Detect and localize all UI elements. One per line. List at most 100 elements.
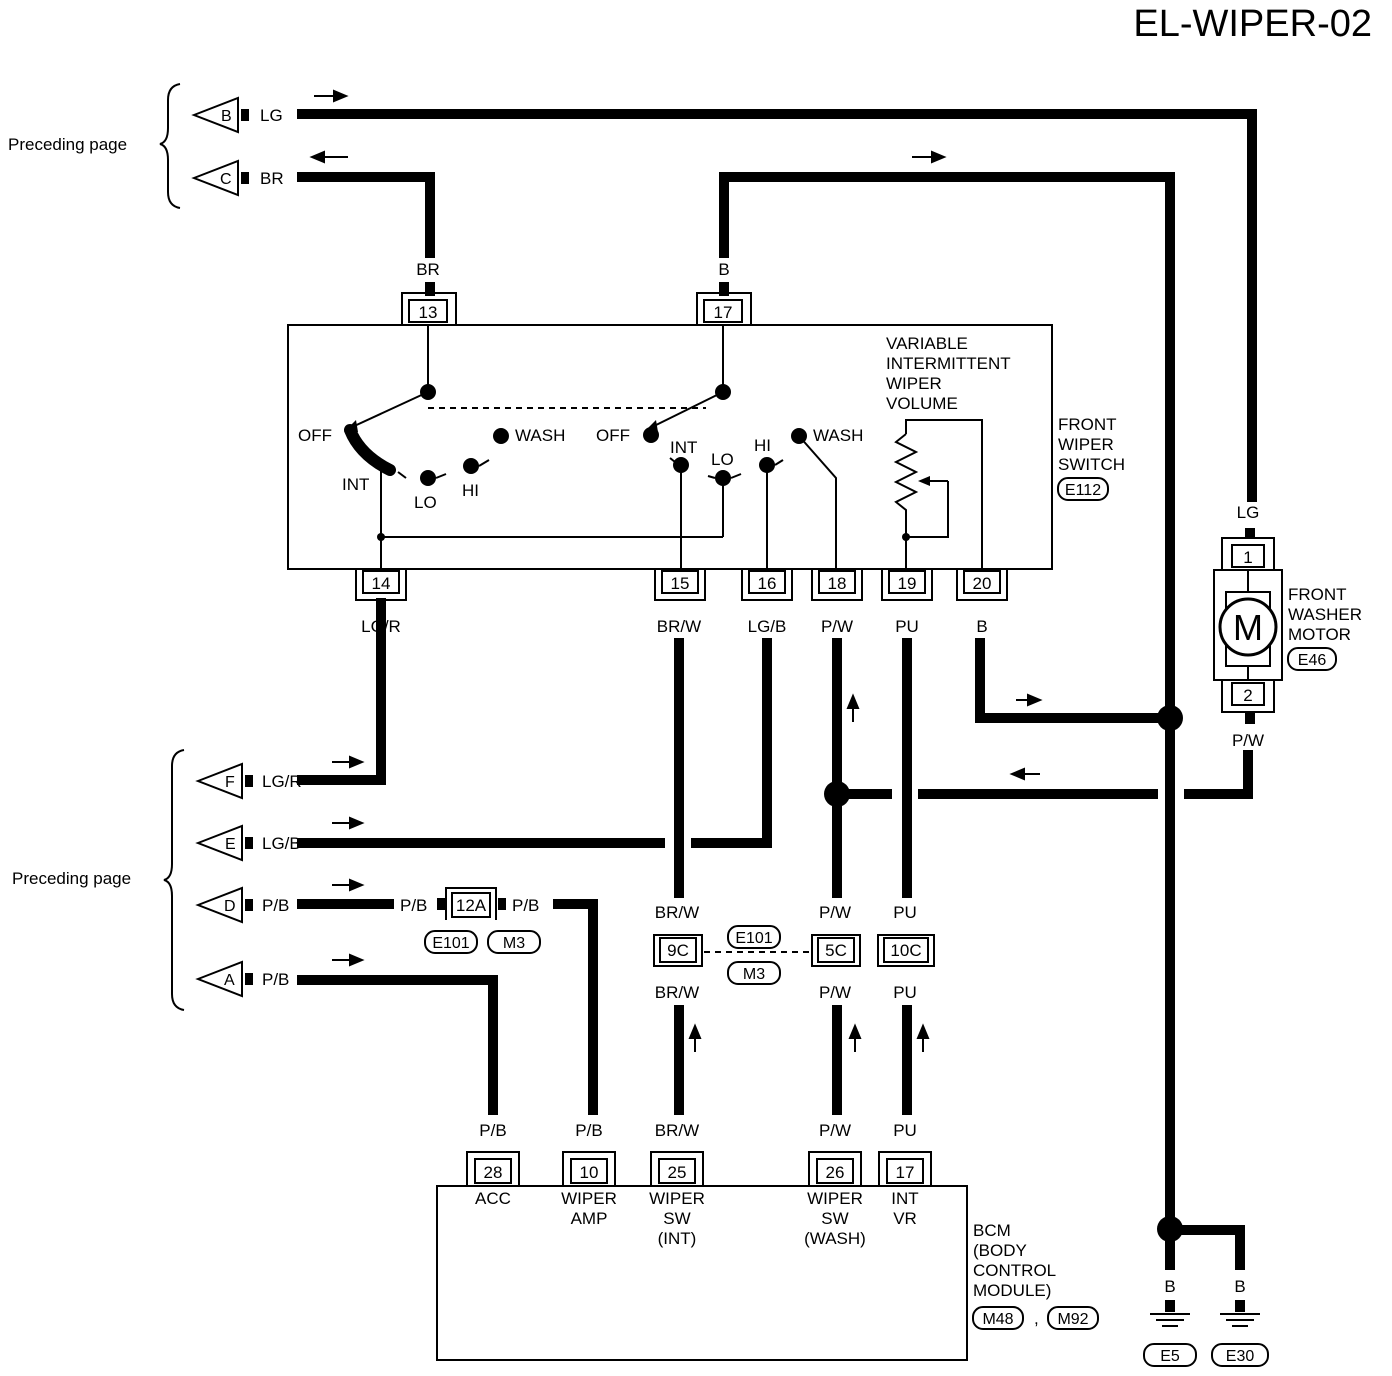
bcm-pin-17: PU 17 INT VR xyxy=(878,1121,932,1228)
joint-wire-right: P/B xyxy=(512,896,539,915)
bcm-10-wire: P/B xyxy=(575,1121,602,1140)
joint-code-2: M3 xyxy=(503,935,525,952)
bcm-pin-10-num: 10 xyxy=(580,1163,599,1182)
bcm-28-label-1: ACC xyxy=(475,1189,511,1208)
joint-wire-left: P/B xyxy=(400,896,427,915)
volume-line-3: WIPER xyxy=(886,374,942,393)
wire-label-lgb: LG/B xyxy=(748,617,787,636)
switch-top-pin-13: BR 13 xyxy=(401,260,457,325)
connector-f-color: LG/R xyxy=(262,772,302,791)
mid-10c-wire-bottom: PU xyxy=(893,983,917,1002)
preceding-page-label-top: Preceding page xyxy=(8,135,127,154)
splice-pw xyxy=(824,781,850,807)
connector-e-color: LG/B xyxy=(262,834,301,853)
front-washer-motor: LG 1 M 2 P/W FRONT WASHER MOTOR E46 xyxy=(1213,503,1362,750)
motor-symbol: M xyxy=(1233,607,1263,648)
brace-bottom xyxy=(163,749,185,1011)
bcm-name-line-2: (BODY xyxy=(973,1241,1027,1260)
bcm-28-wire: P/B xyxy=(479,1121,506,1140)
connector-f-letter: F xyxy=(225,774,235,791)
switch-name-line-1: FRONT xyxy=(1058,415,1117,434)
connector-e: E LG/B xyxy=(195,824,301,862)
motor-pin-2: 2 xyxy=(1243,686,1252,705)
ground-e30-wire: B xyxy=(1234,1277,1245,1296)
wiper-switch-body xyxy=(287,324,1053,570)
switch-bottom-pin-14: 14 LG/R xyxy=(355,569,407,636)
wire-label-b-switch: B xyxy=(976,617,987,636)
bcm-code-sep: , xyxy=(1034,1309,1039,1328)
mid-5c-wire-bottom: P/W xyxy=(819,983,851,1002)
bcm-25-label-2: SW xyxy=(663,1209,690,1228)
joint-connector-12a: P/B 12A P/B E101 M3 xyxy=(400,887,541,954)
switch-bottom-pin-16: 16 LG/B xyxy=(741,569,793,636)
bcm-name-line-4: MODULE) xyxy=(973,1281,1051,1300)
bcm-26-label-2: SW xyxy=(821,1209,848,1228)
bcm-pin-28: P/B 28 ACC xyxy=(466,1121,520,1208)
bcm-pin-25-num: 25 xyxy=(668,1163,687,1182)
pin-14: 14 xyxy=(372,574,391,593)
bcm-pin-17-num: 17 xyxy=(896,1163,915,1182)
preceding-page-label-bottom: Preceding page xyxy=(12,869,131,888)
bcm-25-label-3: (INT) xyxy=(658,1229,697,1248)
bcm-17-label-2: VR xyxy=(893,1209,917,1228)
mid-10c-wire-top: PU xyxy=(893,903,917,922)
ground-e5-code: E5 xyxy=(1160,1348,1180,1365)
wire-label-br-top: BR xyxy=(416,260,440,279)
connector-c-letter: C xyxy=(220,171,232,188)
connector-d-letter: D xyxy=(224,898,236,915)
connector-f: F LG/R xyxy=(195,762,302,800)
bcm-pin-26-num: 26 xyxy=(826,1163,845,1182)
bcm-pin-10: P/B 10 WIPER AMP xyxy=(561,1121,617,1228)
bcm-17-label-1: INT xyxy=(891,1189,918,1208)
switch-pos-hi-left: HI xyxy=(462,481,479,500)
motor-wire-bottom: P/W xyxy=(1232,731,1264,750)
switch-name-line-3: SWITCH xyxy=(1058,455,1125,474)
switch-pos-off-right: OFF xyxy=(596,426,630,445)
ground-e30-code: E30 xyxy=(1226,1348,1255,1365)
motor-name-line-3: MOTOR xyxy=(1288,625,1351,644)
mid-code-2: M3 xyxy=(743,966,765,983)
brace-top xyxy=(159,83,181,209)
connector-c: C BR xyxy=(191,159,284,197)
switch-pos-lo-right: LO xyxy=(711,450,734,469)
switch-pos-int-left: INT xyxy=(342,475,369,494)
mid-5c-wire-top: P/W xyxy=(819,903,851,922)
bcm-body xyxy=(436,1185,968,1361)
bcm-26-wire: P/W xyxy=(819,1121,851,1140)
bcm-pin-26: P/W 26 WIPER SW (WASH) xyxy=(804,1121,866,1248)
switch-pos-off-left: OFF xyxy=(298,426,332,445)
bcm-pin-25: BR/W 25 WIPER SW (INT) xyxy=(649,1121,705,1248)
switch-pos-lo-left: LO xyxy=(414,493,437,512)
bcm-17-wire: PU xyxy=(893,1121,917,1140)
wire-label-b-top: B xyxy=(718,260,729,279)
switch-bottom-pin-19: 19 PU xyxy=(881,569,933,636)
volume-line-2: INTERMITTENT xyxy=(886,354,1011,373)
connector-d: D P/B xyxy=(195,886,289,924)
mid-pin-5c: 5C xyxy=(825,941,847,960)
switch-name-line-2: WIPER xyxy=(1058,435,1114,454)
motor-code: E46 xyxy=(1298,652,1327,669)
pin-13: 13 xyxy=(419,303,438,322)
connector-a: A P/B xyxy=(195,960,289,998)
motor-name-line-2: WASHER xyxy=(1288,605,1362,624)
volume-line-1: VARIABLE xyxy=(886,334,968,353)
mid-pin-9c: 9C xyxy=(667,941,689,960)
joint-pin: 12A xyxy=(456,896,487,915)
bcm-10-label-1: WIPER xyxy=(561,1189,617,1208)
pin-17-switch: 17 xyxy=(714,303,733,322)
mid-pin-10c: 10C xyxy=(890,941,921,960)
connector-a-letter: A xyxy=(224,972,235,989)
connector-b-letter: B xyxy=(221,108,232,125)
splice-b xyxy=(1157,705,1183,731)
bcm-25-label-1: WIPER xyxy=(649,1189,705,1208)
pin-16: 16 xyxy=(758,574,777,593)
ground-e5: B E5 xyxy=(1143,1277,1197,1367)
switch-bottom-pin-15: 15 BR/W xyxy=(654,569,706,636)
motor-pin-1: 1 xyxy=(1243,548,1252,567)
flow-arrows xyxy=(309,89,1043,1052)
wire-label-pu-switch: PU xyxy=(895,617,919,636)
pin-15: 15 xyxy=(671,574,690,593)
pin-19: 19 xyxy=(898,574,917,593)
mid-9c-wire-bottom: BR/W xyxy=(655,983,699,1002)
